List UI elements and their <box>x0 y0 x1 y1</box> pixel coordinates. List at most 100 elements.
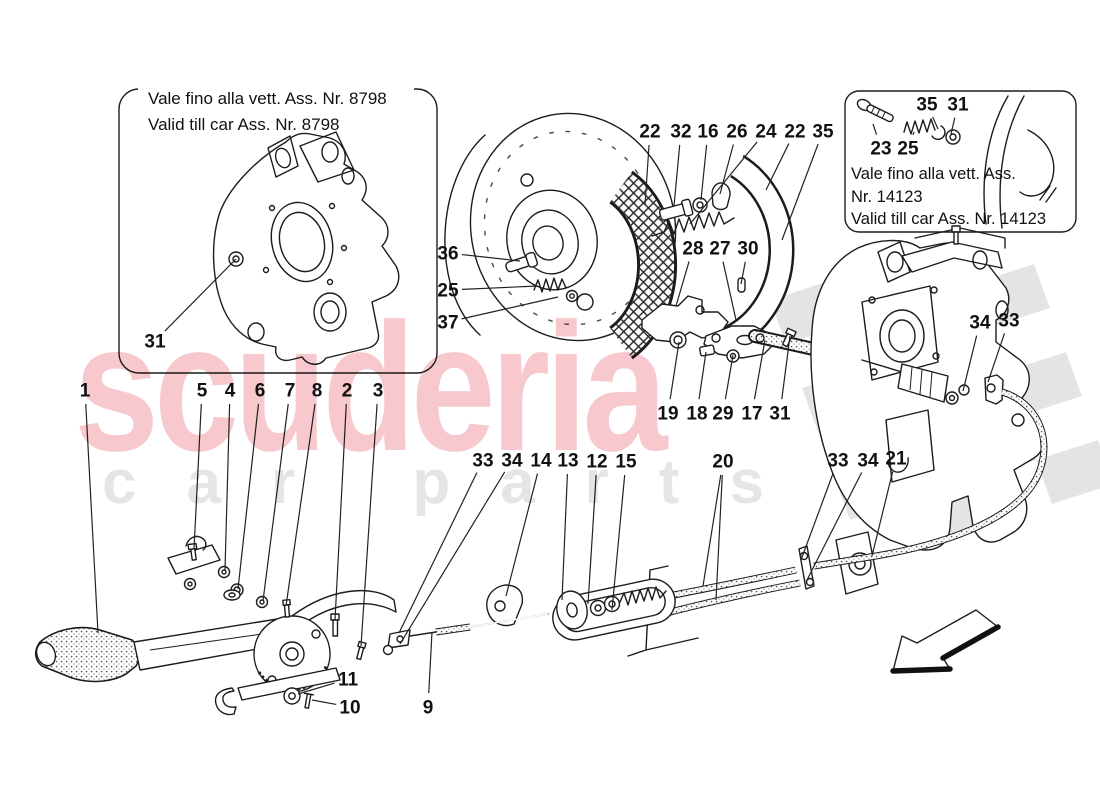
leader-line <box>461 253 521 262</box>
leader-line <box>700 144 708 201</box>
leader-line <box>806 472 863 581</box>
callout-label-31: 31 <box>144 332 166 353</box>
leader-line <box>461 285 539 290</box>
upright-bracket-drawing <box>212 131 400 365</box>
callout-label-8: 8 <box>312 381 323 402</box>
leader-line <box>669 341 680 400</box>
callout-label-9: 9 <box>423 698 434 719</box>
callout-label-25: 25 <box>437 281 459 302</box>
callout-label-34: 34 <box>969 313 991 334</box>
leader-line <box>962 335 978 392</box>
equalizer-spring <box>619 586 667 606</box>
return-spring <box>651 211 735 237</box>
leader-line <box>722 261 737 321</box>
callout-label-13: 13 <box>557 451 578 472</box>
leader-line <box>781 335 791 400</box>
leader-line <box>932 116 939 130</box>
callout-label-31: 31 <box>947 95 969 116</box>
leader-line <box>428 631 433 694</box>
callout-label-33: 33 <box>827 451 848 472</box>
callout-label-24: 24 <box>755 122 777 143</box>
callout-label-36: 36 <box>437 244 458 265</box>
leader-line <box>334 403 347 621</box>
leader-line <box>587 474 597 605</box>
callout-label-21: 21 <box>885 449 907 470</box>
lever-strap <box>291 589 397 623</box>
callout-label-3: 3 <box>373 381 384 402</box>
leader-line <box>461 296 559 320</box>
inset-14123-line1: Vale fino alla vett. Ass. <box>851 165 1016 183</box>
callout-label-37: 37 <box>437 313 458 334</box>
leader-line <box>950 117 956 135</box>
leader-line <box>675 261 690 307</box>
leader-line <box>285 403 316 607</box>
leader-line <box>644 144 650 206</box>
callout-label-35: 35 <box>916 95 938 116</box>
callout-label-30: 30 <box>737 239 758 260</box>
leader-line <box>871 471 894 557</box>
callout-label-22: 22 <box>784 122 805 143</box>
cable-boot <box>897 363 949 403</box>
callout-label-16: 16 <box>697 122 718 143</box>
callout-label-18: 18 <box>686 404 707 425</box>
leader-line <box>505 473 539 597</box>
plain-shoe <box>725 157 792 348</box>
hand-brake-lever <box>34 535 397 716</box>
leader-line <box>912 131 915 136</box>
callout-label-7: 7 <box>285 381 296 402</box>
lined-shoe <box>610 173 675 357</box>
callout-label-10: 10 <box>339 698 360 719</box>
callout-label-20: 20 <box>712 452 733 473</box>
callout-label-29: 29 <box>712 404 733 425</box>
callout-label-6: 6 <box>255 381 266 402</box>
callout-label-25: 25 <box>897 139 919 160</box>
leader-line <box>673 144 681 207</box>
leader-line <box>164 258 237 332</box>
leader-line <box>740 261 746 285</box>
callout-label-35: 35 <box>812 122 834 143</box>
leader-line <box>399 471 506 645</box>
leader-line <box>702 474 722 587</box>
callout-label-14: 14 <box>530 451 552 472</box>
inset-14123-line3: Valid till car Ass. Nr. 14123 <box>851 210 1046 228</box>
shoe-adjuster <box>658 198 694 221</box>
callout-label-5: 5 <box>197 381 208 402</box>
leader-line <box>724 354 734 400</box>
inset-14123-line2: Nr. 14123 <box>851 188 923 206</box>
callout-label-33: 33 <box>998 311 1019 332</box>
callout-label-19: 19 <box>657 404 678 425</box>
lever-grip <box>34 626 141 683</box>
leader-line <box>800 472 834 561</box>
leader-line <box>297 682 335 695</box>
leader-line <box>765 143 790 191</box>
parking-brake-shoes <box>608 154 795 360</box>
cable-clevis <box>984 374 1004 405</box>
leader-line <box>193 403 202 550</box>
callout-label-33: 33 <box>472 451 493 472</box>
inset-8798-line1: Vale fino alla vett. Ass. Nr. 8798 <box>148 89 387 108</box>
leader-line <box>698 351 707 400</box>
callout-label-23: 23 <box>870 139 891 160</box>
leader-line <box>689 141 758 225</box>
callout-label-4: 4 <box>225 381 236 402</box>
leader-line <box>85 403 99 634</box>
callout-label-22: 22 <box>639 122 660 143</box>
leader-line <box>398 472 478 634</box>
callout-label-11: 11 <box>338 670 359 691</box>
callout-label-1: 1 <box>80 381 91 402</box>
inset-box-14123: Vale fino alla vett. Ass. Nr. 14123 Vali… <box>844 90 1077 233</box>
callout-label-17: 17 <box>741 404 762 425</box>
direction-arrow-icon <box>890 609 1001 674</box>
callout-label-32: 32 <box>670 122 691 143</box>
callout-label-27: 27 <box>709 239 730 260</box>
callout-label-26: 26 <box>726 122 747 143</box>
inset-8798-line2: Valid till car Ass. Nr. 8798 <box>148 115 340 134</box>
callout-label-31: 31 <box>769 404 791 425</box>
leader-line <box>753 339 766 400</box>
cable-equalizer <box>382 565 699 657</box>
inset-parts-drawing <box>856 95 1057 229</box>
callout-label-28: 28 <box>682 239 703 260</box>
leader-line <box>611 474 626 611</box>
